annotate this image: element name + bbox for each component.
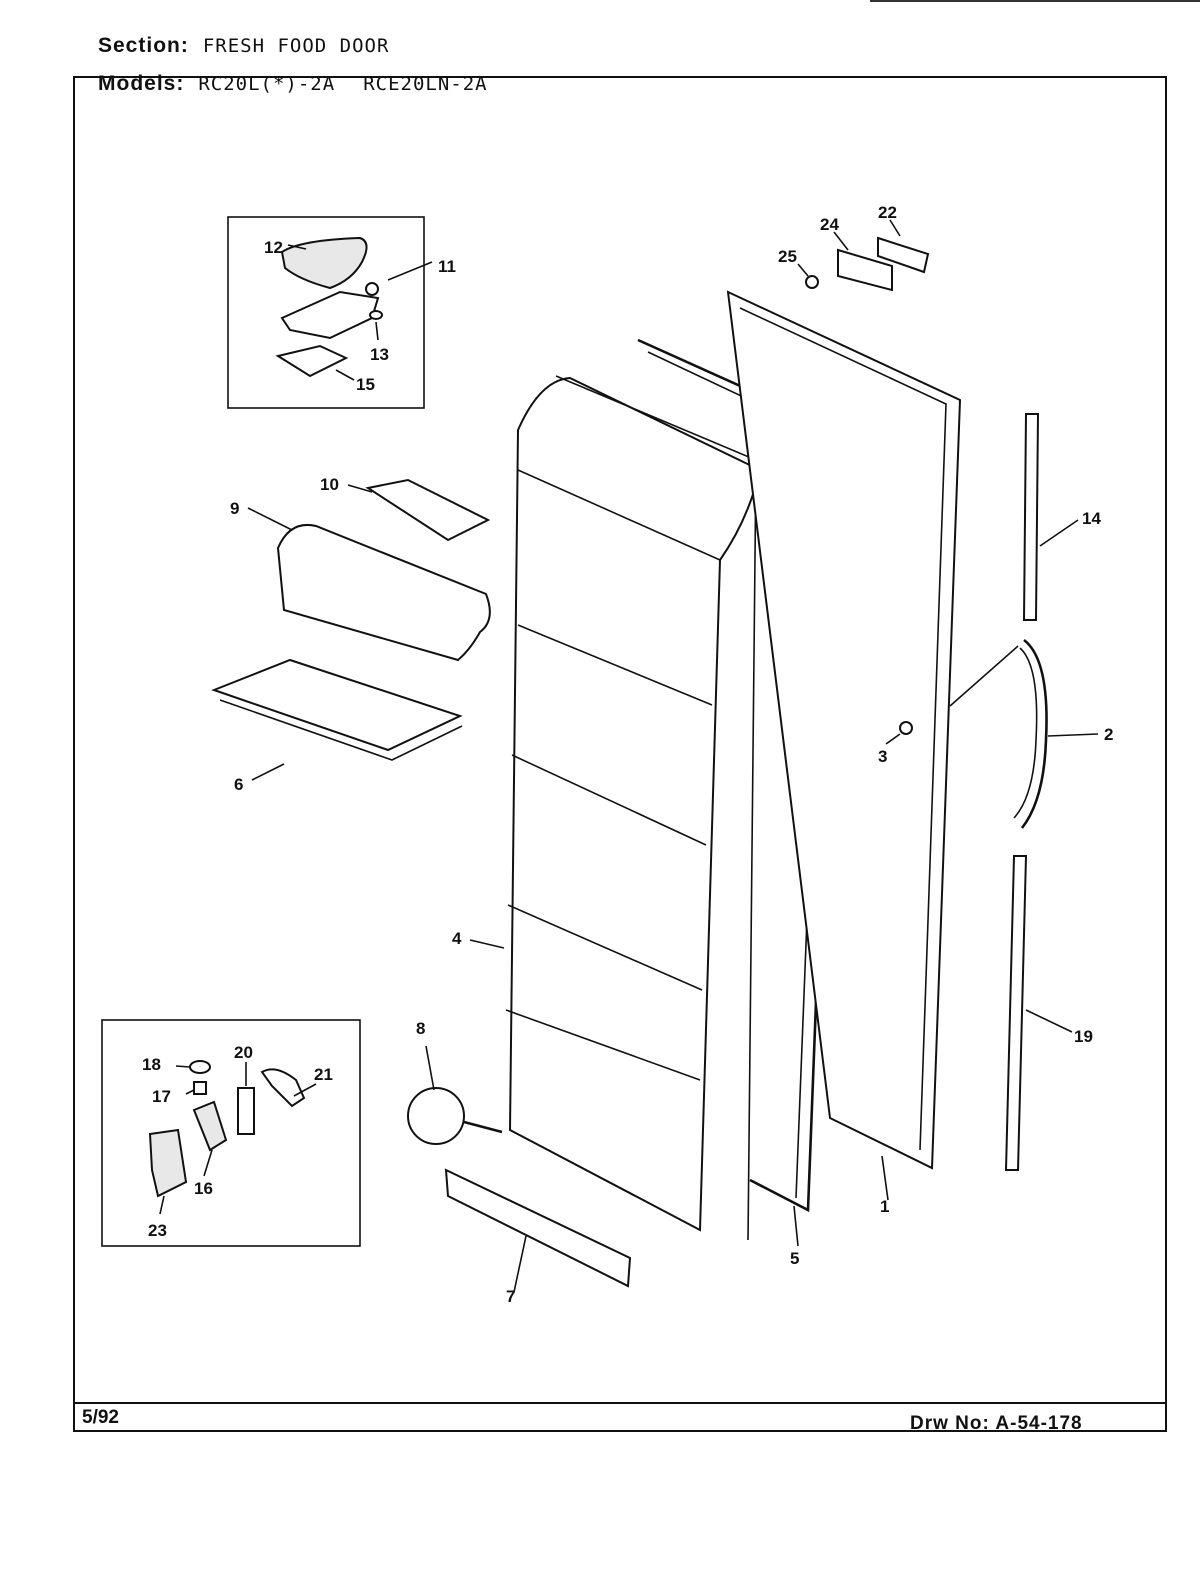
leader-18 — [175, 1065, 191, 1068]
part-4-shelf-lines — [505, 469, 721, 1081]
leader-23 — [159, 1195, 165, 1215]
part-25-screw — [805, 275, 819, 289]
section-value: FRESH FOOD DOOR — [202, 35, 390, 57]
model-2: RCE20LN-2A — [363, 73, 488, 95]
part-13-washer — [369, 310, 383, 320]
callout-6: 6 — [234, 775, 243, 794]
part-23-closer — [148, 1128, 188, 1198]
part-7-bottom-trim — [444, 1168, 632, 1288]
leader-9 — [247, 507, 293, 531]
top-edge-rule — [870, 0, 1200, 2]
part-8-leader — [463, 1120, 503, 1134]
handle-mount-line — [949, 645, 1019, 707]
part-8-detail-circle — [407, 1087, 465, 1145]
leader-21 — [293, 1083, 317, 1097]
callout-16: 16 — [194, 1179, 213, 1198]
part-9-dairy-cover — [276, 524, 491, 662]
part-3-plug — [899, 721, 913, 735]
part-1-door-panel — [726, 290, 962, 1170]
callout-20: 20 — [234, 1043, 253, 1062]
part-12-cover — [280, 236, 368, 290]
part-6-egg-tray — [211, 658, 463, 752]
part-11-hinge-plate — [280, 290, 380, 340]
callout-3: 3 — [878, 747, 887, 766]
leader-17 — [185, 1089, 195, 1095]
part-15-shim — [275, 344, 349, 378]
hinge-inset-box — [227, 216, 425, 409]
callout-13: 13 — [370, 345, 389, 364]
drawing-frame — [73, 76, 1167, 1432]
callout-11: 11 — [438, 257, 456, 276]
leader-7 — [513, 1235, 527, 1293]
callout-14: 14 — [1082, 509, 1101, 528]
callout-8: 8 — [416, 1019, 425, 1038]
callout-23: 23 — [148, 1221, 167, 1240]
callout-4: 4 — [452, 929, 462, 948]
callout-9: 9 — [230, 499, 239, 518]
leader-11 — [387, 261, 433, 281]
drawing-number: Drw No: A-54-178 — [910, 1413, 1083, 1434]
callout-18: 18 — [142, 1055, 161, 1074]
model-1: RC20L(*)-2A — [198, 73, 336, 95]
leader-15 — [335, 369, 355, 381]
part-4-door-liner — [508, 376, 762, 1232]
leader-24 — [833, 231, 849, 251]
callout-22: 22 — [878, 203, 897, 222]
callout-1: 1 — [880, 1197, 889, 1216]
leader-3 — [885, 733, 901, 745]
part-22-plate — [877, 236, 930, 274]
leader-6 — [251, 763, 285, 781]
leader-12 — [287, 244, 307, 250]
leader-14 — [1039, 519, 1079, 547]
part-10-shelf-clip — [365, 478, 491, 542]
part-17-bushing — [193, 1081, 207, 1095]
part-21-bracket — [260, 1068, 306, 1108]
callout-15: 15 — [356, 375, 375, 394]
footer-divider — [73, 1402, 1167, 1404]
callout-7: 7 — [506, 1287, 515, 1306]
callout-5: 5 — [790, 1249, 799, 1268]
part-2-handle-inner — [1013, 647, 1038, 819]
leader-5 — [793, 1205, 799, 1247]
drawing-date: 5/92 — [82, 1407, 119, 1428]
leader-8 — [425, 1045, 435, 1091]
leader-13 — [375, 321, 379, 341]
part-19-trim-strip — [1004, 855, 1028, 1171]
callout-17: 17 — [152, 1087, 171, 1106]
callout-19: 19 — [1074, 1027, 1093, 1046]
leader-1 — [881, 1155, 889, 1201]
leader-2 — [1047, 733, 1099, 737]
part-14-trim-strip — [1022, 413, 1040, 621]
section-header: Section: FRESH FOOD DOOR — [98, 34, 389, 58]
part-11-pin — [365, 282, 379, 296]
leader-25 — [797, 263, 809, 277]
closer-inset-box — [101, 1019, 361, 1247]
leader-22 — [889, 219, 901, 237]
callout-10: 10 — [320, 475, 339, 494]
part-1-door-inner — [739, 307, 947, 1151]
leader-19 — [1025, 1009, 1073, 1033]
callout-12: 12 — [264, 238, 283, 257]
callout-24: 24 — [820, 215, 839, 234]
section-label: Section: — [98, 34, 189, 57]
part-20-spacer — [237, 1087, 255, 1135]
part-2-handle — [1020, 638, 1048, 829]
leader-10 — [347, 484, 373, 493]
leader-16 — [203, 1149, 213, 1177]
callout-2: 2 — [1104, 725, 1113, 744]
leader-4 — [469, 939, 505, 949]
part-16-cam — [192, 1100, 228, 1152]
callout-21: 21 — [314, 1065, 333, 1084]
part-18-washer — [189, 1060, 211, 1074]
callout-25: 25 — [778, 247, 797, 266]
part-6-egg-tray-edge — [219, 699, 463, 761]
part-24-bracket — [837, 248, 893, 292]
